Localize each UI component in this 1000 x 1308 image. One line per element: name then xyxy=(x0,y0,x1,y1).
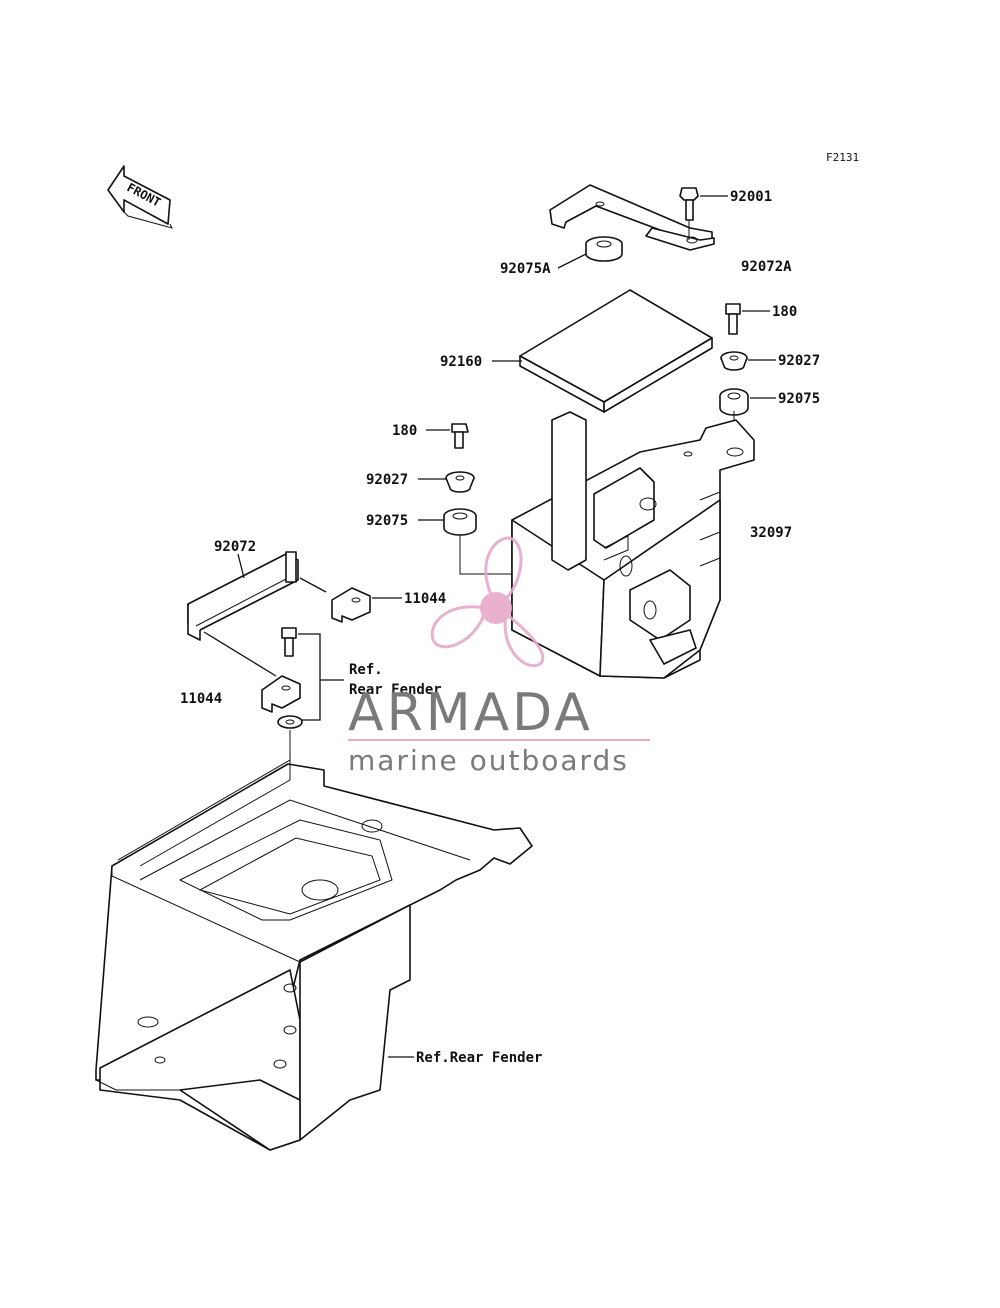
label-92027-right: 92027 xyxy=(778,353,820,369)
bolt-180-left xyxy=(451,423,469,449)
bolt-180-right xyxy=(725,303,741,335)
battery-case-32097 xyxy=(511,411,755,679)
label-11044-right: 11044 xyxy=(404,591,446,607)
cushion-92075a xyxy=(585,236,623,262)
label-180-left: 180 xyxy=(392,423,417,439)
watermark-tagline: marine outboards xyxy=(348,744,629,777)
diagram-id: F2131 xyxy=(826,151,859,164)
grommet-92075-left xyxy=(443,508,477,536)
label-92075-left: 92075 xyxy=(366,513,408,529)
label-92027-left: 92027 xyxy=(366,472,408,488)
label-92160: 92160 xyxy=(440,354,482,370)
bracket-92072a xyxy=(549,184,715,251)
label-11044-left: 11044 xyxy=(180,691,222,707)
ref-label-line2: Rear Fender xyxy=(349,682,442,698)
clip-11044-right xyxy=(331,587,371,623)
rear-fender xyxy=(95,759,533,1151)
label-92072: 92072 xyxy=(214,539,256,555)
collar-lower-left xyxy=(277,715,303,729)
grommet-92075-right xyxy=(719,388,749,416)
clip-11044-left xyxy=(261,675,301,713)
bolt-lower-left xyxy=(281,627,297,657)
label-92075a: 92075A xyxy=(500,261,551,277)
collar-92027-right xyxy=(720,351,748,371)
pad-92160 xyxy=(519,289,713,413)
armada-logo-icon xyxy=(430,536,545,668)
watermark-brand: ARMADA xyxy=(348,683,593,743)
label-92075-right: 92075 xyxy=(778,391,820,407)
ref-label-line1: Ref. xyxy=(349,662,383,678)
label-92001: 92001 xyxy=(730,189,772,205)
label-180-right: 180 xyxy=(772,304,797,320)
strap-92072 xyxy=(187,551,299,641)
bolt-92001 xyxy=(679,187,699,240)
label-92072a: 92072A xyxy=(741,259,792,275)
collar-92027-left xyxy=(445,471,475,493)
ref-rear-fender-label: Ref.Rear Fender xyxy=(416,1050,542,1066)
front-arrow-icon: FRONT xyxy=(107,165,173,229)
label-32097: 32097 xyxy=(750,525,792,541)
